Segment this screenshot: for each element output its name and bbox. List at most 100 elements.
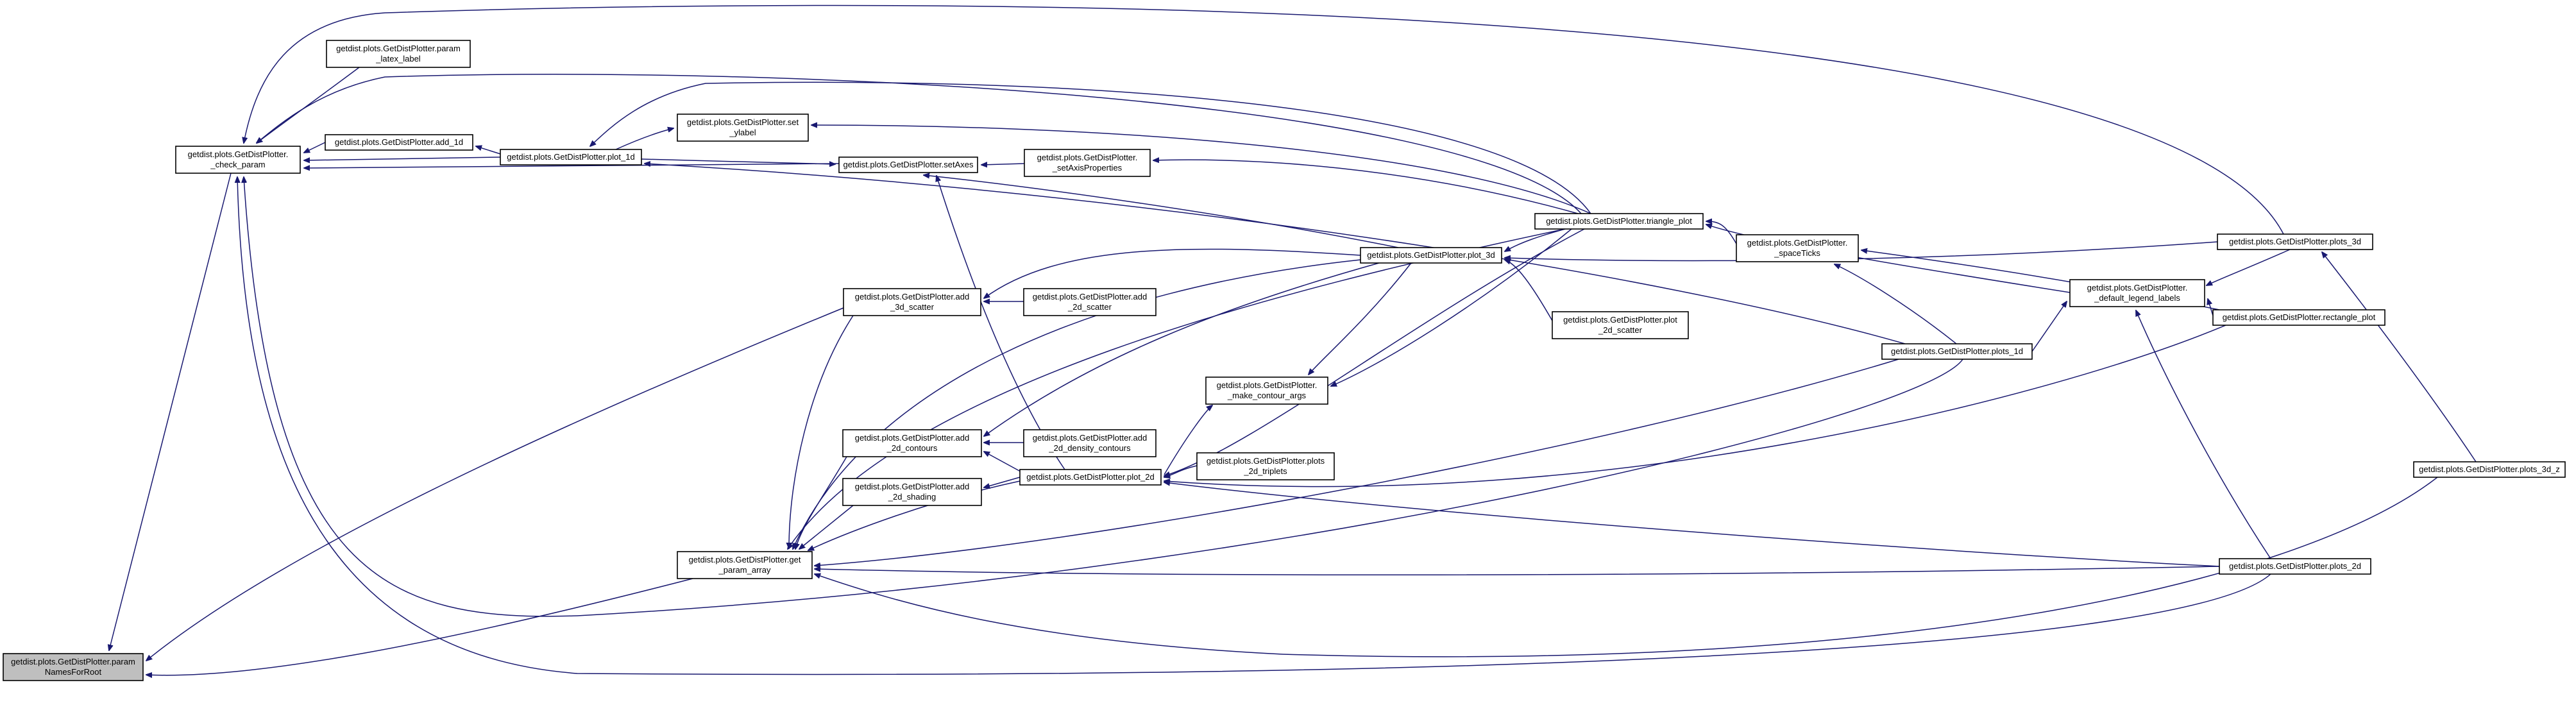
node-make-contour-args[interactable]: getdist.plots.GetDistPlotter._make_conto… bbox=[1205, 377, 1328, 405]
call-edge-plot-3d-to-make-contour-args bbox=[1309, 262, 1412, 375]
node-label-line: _setAxisProperties bbox=[1052, 163, 1123, 173]
node-label-line: getdist.plots.GetDistPlotter. bbox=[1037, 153, 1138, 162]
call-edge-plot-2d-to-add-2d-shading bbox=[984, 477, 1021, 487]
node-label-line: getdist.plots.GetDistPlotter.add bbox=[1033, 292, 1147, 301]
node-box bbox=[1534, 213, 1704, 230]
node-add-2d-contours[interactable]: getdist.plots.GetDistPlotter.add_2d_cont… bbox=[842, 429, 982, 457]
node-plot-3d[interactable]: getdist.plots.GetDistPlotter.plot_3d bbox=[1360, 247, 1502, 264]
call-edge-plots-2d-to-check-param bbox=[237, 177, 2271, 675]
call-edge-param-latex-label-to-check-param bbox=[257, 67, 360, 143]
node-setAxes[interactable]: getdist.plots.GetDistPlotter.setAxes bbox=[838, 157, 978, 173]
call-edge-plot-1d-to-set-ylabel bbox=[615, 128, 674, 150]
node-label-line: getdist.plots.GetDistPlotter.get bbox=[689, 555, 801, 564]
node-get-param-array[interactable]: getdist.plots.GetDistPlotter.get_param_a… bbox=[677, 551, 813, 579]
node-plots-3d-z[interactable]: getdist.plots.GetDistPlotter.plots_3d_z bbox=[2413, 461, 2566, 478]
call-edge-check-param-to-paramNamesForRoot bbox=[109, 173, 232, 650]
call-edge-plot-3d-to-add-2d-contours bbox=[984, 262, 1380, 436]
node-box bbox=[2069, 279, 2205, 307]
node-add-1d[interactable]: getdist.plots.GetDistPlotter.add_1d bbox=[325, 134, 473, 151]
call-edge-add-3d-scatter-to-get-param-array bbox=[789, 315, 854, 548]
call-edge-plot-3d-to-setAxes bbox=[924, 175, 1399, 248]
node-label-line: getdist.plots.GetDistPlotter. bbox=[2087, 283, 2188, 292]
node-label-line: _default_legend_labels bbox=[2094, 293, 2180, 303]
call-edge-plots-3d-z-to-plots-3d bbox=[2322, 252, 2477, 462]
node-box bbox=[1552, 311, 1689, 339]
function-nodes: getdist.plots.GetDistPlotter.paramNamesF… bbox=[3, 40, 2566, 681]
node-label-line: _3d_scatter bbox=[890, 302, 935, 312]
call-edge-plot-1d-to-check-param bbox=[304, 157, 501, 160]
call-edges bbox=[109, 4, 2477, 675]
call-edge-plot-2d-to-make-contour-args bbox=[1164, 405, 1212, 475]
node-box bbox=[1360, 247, 1502, 264]
call-edge-plot-2d-scatter-to-plot-3d bbox=[1505, 260, 1553, 321]
node-box bbox=[677, 114, 809, 142]
node-param-latex-label[interactable]: getdist.plots.GetDistPlotter.param_latex… bbox=[326, 40, 471, 68]
call-edge-plots-2d-to-get-param-array bbox=[815, 566, 2220, 576]
node-box bbox=[2413, 461, 2566, 478]
node-label-line: getdist.plots.GetDistPlotter.add bbox=[855, 482, 969, 491]
node-triangle-plot[interactable]: getdist.plots.GetDistPlotter.triangle_pl… bbox=[1534, 213, 1704, 230]
node-label-line: _make_contour_args bbox=[1227, 391, 1307, 400]
node-label-line: getdist.plots.GetDistPlotter.triangle_pl… bbox=[1546, 216, 1692, 226]
node-label-line: _spaceTicks bbox=[1774, 248, 1820, 258]
call-edge-plots-1d-to-get-param-array bbox=[815, 359, 1899, 566]
call-edge-rectangle-plot-to-default-legend-labels bbox=[2208, 299, 2214, 316]
call-edge-plot-2d-to-get-param-array bbox=[808, 480, 1021, 550]
node-label-line: _ylabel bbox=[729, 128, 756, 137]
node-spaceTicks[interactable]: getdist.plots.GetDistPlotter._spaceTicks bbox=[1736, 234, 1859, 262]
node-box bbox=[838, 157, 978, 173]
call-edge-plot-3d-to-get-param-array bbox=[793, 259, 1361, 549]
node-label-line: getdist.plots.GetDistPlotter.plots_1d bbox=[1891, 346, 2023, 356]
node-box bbox=[1023, 429, 1157, 457]
call-edge-plots-2d-triplets-to-plot-2d bbox=[1164, 465, 1198, 477]
node-paramNamesForRoot[interactable]: getdist.plots.GetDistPlotter.paramNamesF… bbox=[3, 653, 144, 681]
node-plots-3d[interactable]: getdist.plots.GetDistPlotter.plots_3d bbox=[2217, 233, 2373, 250]
node-setAxisProperties[interactable]: getdist.plots.GetDistPlotter._setAxisPro… bbox=[1024, 149, 1151, 177]
node-set-ylabel[interactable]: getdist.plots.GetDistPlotter.set_ylabel bbox=[677, 114, 809, 142]
node-box bbox=[325, 134, 473, 151]
node-label-line: getdist.plots.GetDistPlotter.plots_3d_z bbox=[2419, 464, 2560, 474]
node-default-legend-labels[interactable]: getdist.plots.GetDistPlotter._default_le… bbox=[2069, 279, 2205, 307]
node-box bbox=[326, 40, 471, 68]
node-box bbox=[175, 146, 301, 174]
node-plot-2d-scatter[interactable]: getdist.plots.GetDistPlotter.plot_2d_sca… bbox=[1552, 311, 1689, 339]
node-box bbox=[2219, 558, 2371, 575]
call-edge-add-2d-shading-to-get-param-array bbox=[799, 505, 854, 549]
call-edge-plot-2d-to-setAxes bbox=[936, 176, 1065, 470]
call-edge-plots-2d-to-plot-2d bbox=[1164, 482, 2220, 567]
node-add-2d-shading[interactable]: getdist.plots.GetDistPlotter.add_2d_shad… bbox=[842, 478, 982, 506]
node-label-line: getdist.plots.GetDistPlotter.add bbox=[855, 292, 969, 301]
call-edge-triangle-plot-to-plot-2d bbox=[1164, 228, 1585, 476]
call-edge-get-param-array-to-paramNamesForRoot bbox=[146, 578, 693, 675]
call-edge-plots-2d-to-default-legend-labels bbox=[2136, 310, 2271, 559]
node-label-line: getdist.plots.GetDistPlotter.plot_3d bbox=[1367, 250, 1495, 260]
node-plot-1d[interactable]: getdist.plots.GetDistPlotter.plot_1d bbox=[500, 149, 642, 165]
call-edge-spaceTicks-to-triangle-plot bbox=[1706, 221, 1737, 244]
node-add-2d-density-contours[interactable]: getdist.plots.GetDistPlotter.add_2d_dens… bbox=[1023, 429, 1157, 457]
call-edge-plot-1d-to-setAxes bbox=[641, 158, 835, 164]
node-check-param[interactable]: getdist.plots.GetDistPlotter._check_para… bbox=[175, 146, 301, 174]
node-box bbox=[1023, 288, 1157, 316]
node-box bbox=[3, 653, 144, 681]
node-box bbox=[1205, 377, 1328, 405]
node-plots-1d[interactable]: getdist.plots.GetDistPlotter.plots_1d bbox=[1881, 343, 2033, 360]
node-rectangle-plot[interactable]: getdist.plots.GetDistPlotter.rectangle_p… bbox=[2212, 309, 2385, 326]
node-label-line: getdist.plots.GetDistPlotter. bbox=[1747, 238, 1848, 248]
call-edge-plot-1d-to-add-1d bbox=[476, 146, 501, 155]
node-label-line: getdist.plots.GetDistPlotter.plots_3d bbox=[2229, 237, 2361, 246]
call-edge-plots-3d-z-to-get-param-array bbox=[815, 477, 2438, 657]
call-edge-plots-3d-to-check-param bbox=[244, 4, 2284, 235]
node-box bbox=[1019, 469, 1162, 486]
call-edge-plots-1d-to-plot-1d bbox=[645, 164, 1906, 344]
call-edge-plots-1d-to-default-legend-labels bbox=[2031, 301, 2067, 352]
node-add-3d-scatter[interactable]: getdist.plots.GetDistPlotter.add_3d_scat… bbox=[843, 288, 981, 316]
node-add-2d-scatter[interactable]: getdist.plots.GetDistPlotter.add_2d_scat… bbox=[1023, 288, 1157, 316]
node-plot-2d[interactable]: getdist.plots.GetDistPlotter.plot_2d bbox=[1019, 469, 1162, 486]
node-label-line: getdist.plots.GetDistPlotter.plots_2d bbox=[2229, 561, 2361, 571]
node-label-line: getdist.plots.GetDistPlotter.add bbox=[855, 433, 969, 443]
node-plots-2d[interactable]: getdist.plots.GetDistPlotter.plots_2d bbox=[2219, 558, 2371, 575]
node-box bbox=[677, 551, 813, 579]
call-edge-plots-1d-to-check-param bbox=[244, 177, 1963, 617]
node-plots-2d-triplets[interactable]: getdist.plots.GetDistPlotter.plots_2d_tr… bbox=[1196, 452, 1335, 480]
